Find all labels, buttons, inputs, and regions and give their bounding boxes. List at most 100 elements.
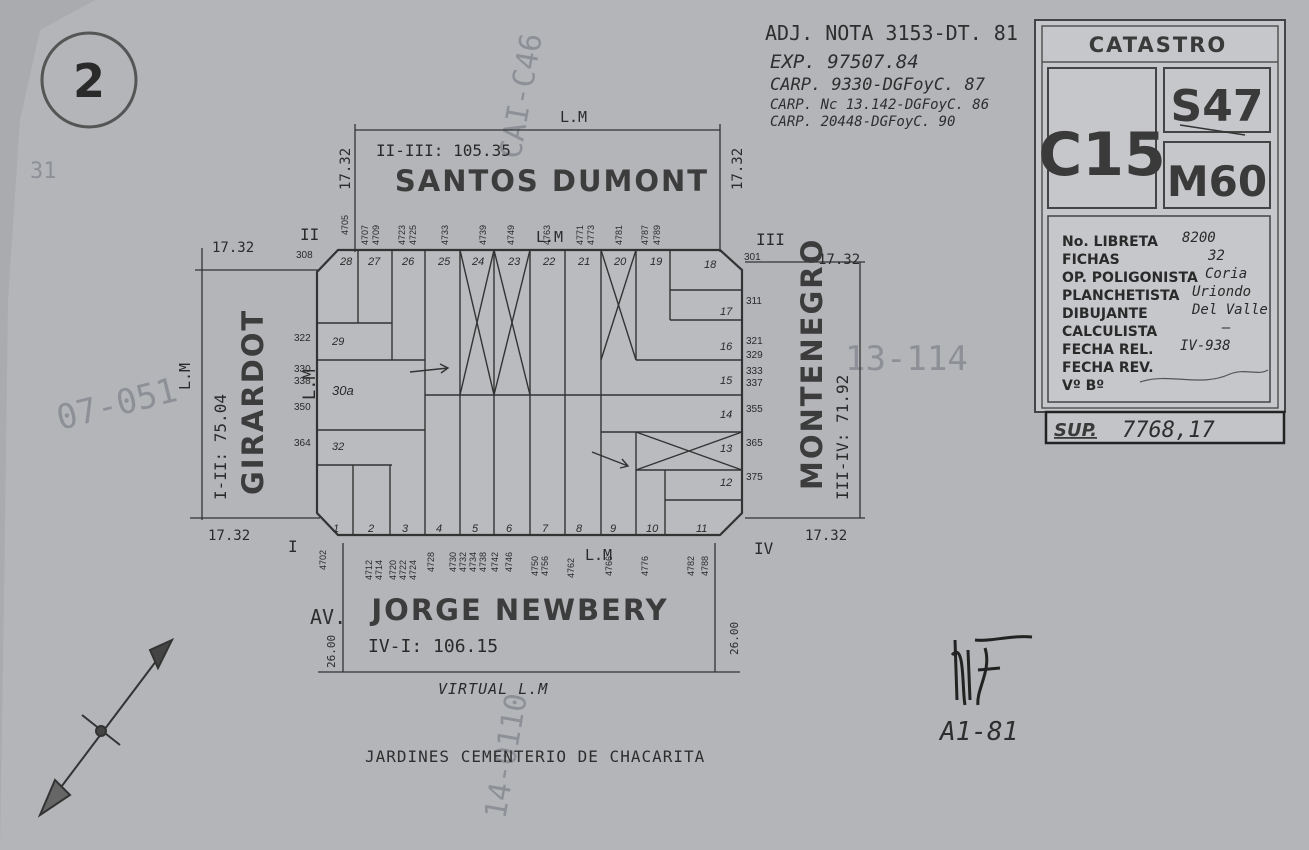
svg-text:301: 301: [744, 252, 761, 263]
svg-text:350: 350: [294, 402, 311, 413]
svg-text:330: 330: [294, 364, 311, 375]
lm-west-inner-label: L.M: [300, 369, 320, 400]
svg-text:329: 329: [746, 350, 763, 361]
svg-text:322: 322: [294, 333, 311, 344]
lm-south-inner-label: L.M: [585, 546, 612, 564]
lot-28: 28: [339, 256, 353, 268]
svg-text:4766: 4766: [604, 556, 614, 576]
dim-chamfer-n-left: 17.32: [338, 148, 354, 190]
svg-text:4787: 4787: [640, 225, 650, 245]
libreta-label: No. LIBRETA: [1062, 234, 1158, 250]
signature: A1-81: [938, 635, 1033, 747]
svg-text:4750: 4750: [530, 556, 540, 576]
svg-text:4773: 4773: [586, 225, 596, 245]
svg-text:4738: 4738: [478, 552, 488, 572]
lot-30a: 30a: [332, 383, 354, 398]
vb-signature-mark: [1139, 369, 1269, 383]
note-line-4: CARP. Nc 13.142-DGFoyC. 86: [770, 97, 989, 113]
svg-text:4720: 4720: [388, 560, 398, 580]
svg-text:4749: 4749: [506, 225, 516, 245]
lot-13: 13: [720, 443, 733, 455]
svg-text:4746: 4746: [504, 552, 514, 572]
dim-ochava-nw: 17.32: [212, 240, 254, 256]
svg-text:337: 337: [746, 378, 763, 389]
circunscripcion: C15: [1038, 120, 1166, 190]
svg-text:4781: 4781: [614, 225, 624, 245]
lot-4: 4: [436, 523, 442, 535]
dim-ochava-sw: 17.32: [208, 528, 250, 544]
svg-text:4714: 4714: [374, 560, 384, 580]
lot-2: 2: [367, 523, 374, 535]
lot-1: 1: [333, 523, 339, 535]
lot-12: 12: [720, 477, 732, 489]
svg-text:338: 338: [294, 376, 311, 387]
fecha-rev-label: FECHA REV.: [1062, 360, 1154, 376]
svg-text:4705: 4705: [340, 215, 350, 235]
svg-text:364: 364: [294, 438, 311, 449]
svg-text:375: 375: [746, 472, 763, 483]
lot-5: 5: [472, 523, 479, 535]
lot-9: 9: [610, 523, 616, 535]
planchetista-value: Uriondo: [1192, 284, 1251, 300]
street-east: MONTENEGRO: [795, 238, 829, 490]
seccion: S47: [1171, 81, 1264, 132]
sheet-number: 2: [73, 54, 105, 108]
lot-6: 6: [506, 523, 513, 535]
house-numbers-south: 4702 4712 4714 4720 4722 4724 4728 4730 …: [318, 550, 710, 580]
note-line-1: ADJ. NOTA 3153-DT. 81: [765, 21, 1018, 45]
lot-8: 8: [576, 523, 583, 535]
svg-text:4709: 4709: [371, 225, 381, 245]
dibujante-value: Del Valle: [1191, 302, 1268, 318]
lot-32: 32: [332, 441, 344, 453]
lot-20: 20: [613, 256, 627, 268]
svg-text:4762: 4762: [566, 558, 576, 578]
dim-ochava-se: 17.32: [805, 528, 847, 544]
svg-text:4702: 4702: [318, 550, 328, 570]
vertex-labels: I II III IV: [288, 225, 785, 558]
dim-south: IV-I: 106.15: [368, 636, 498, 657]
lot-25: 25: [437, 256, 451, 268]
lm-inner-top-label: L.M: [536, 228, 563, 246]
lot-numbers: 28 27 26 25 24 23 22 21 20 19 18 17 16 1…: [331, 256, 733, 535]
catastro-stamp: CATASTRO C15 S47 M60 No. LIBRETA FICHAS …: [1034, 19, 1286, 413]
dim-south-side-left: 26.00: [325, 635, 338, 668]
note-line-5: CARP. 20448-DGFoyC. 90: [770, 114, 955, 130]
poligonista-value: Coria: [1205, 266, 1247, 282]
lot-22: 22: [542, 256, 555, 268]
svg-text:4730: 4730: [448, 552, 458, 572]
lot-26: 26: [401, 256, 415, 268]
fecha-rel-value: IV-938: [1180, 338, 1231, 354]
svg-text:4707: 4707: [360, 225, 370, 245]
svg-text:4776: 4776: [640, 556, 650, 576]
manzana: M60: [1167, 157, 1267, 206]
virtual-lm-label: VIRTUAL L.M: [438, 680, 548, 698]
vertex-iv: IV: [754, 539, 774, 558]
svg-text:4782: 4782: [686, 556, 696, 576]
svg-text:4734: 4734: [468, 552, 478, 572]
svg-text:311: 311: [746, 296, 762, 307]
svg-text:4756: 4756: [540, 556, 550, 576]
fichas-value: 32: [1207, 248, 1225, 264]
svg-text:308: 308: [296, 250, 313, 261]
lm-west-label: L.M: [176, 363, 194, 390]
north-arrow-icon: [37, 637, 175, 818]
svg-text:4722: 4722: [398, 560, 408, 580]
lot-3: 3: [402, 523, 409, 535]
svg-text:4725: 4725: [408, 225, 418, 245]
signature-text: A1-81: [938, 717, 1018, 747]
svg-text:4733: 4733: [440, 225, 450, 245]
svg-text:4763: 4763: [542, 225, 552, 245]
sheet-number-badge: 2: [40, 31, 138, 129]
lot-21: 21: [577, 256, 590, 268]
sup-label: SUP.: [1054, 420, 1097, 441]
cemetery-label: JARDINES CEMENTERIO DE CHACARITA: [365, 747, 705, 766]
note-line-2: EXP. 97507.84: [770, 51, 919, 73]
svg-text:321: 321: [746, 336, 763, 347]
house-numbers-west: 308 322 330 338 350 364: [294, 250, 313, 449]
dimension-lines: [190, 124, 865, 673]
dim-chamfer-n-right: 17.32: [730, 148, 746, 190]
faint-annotation-right: 13-114: [845, 339, 968, 379]
svg-text:4739: 4739: [478, 225, 488, 245]
svg-text:333: 333: [746, 366, 763, 377]
